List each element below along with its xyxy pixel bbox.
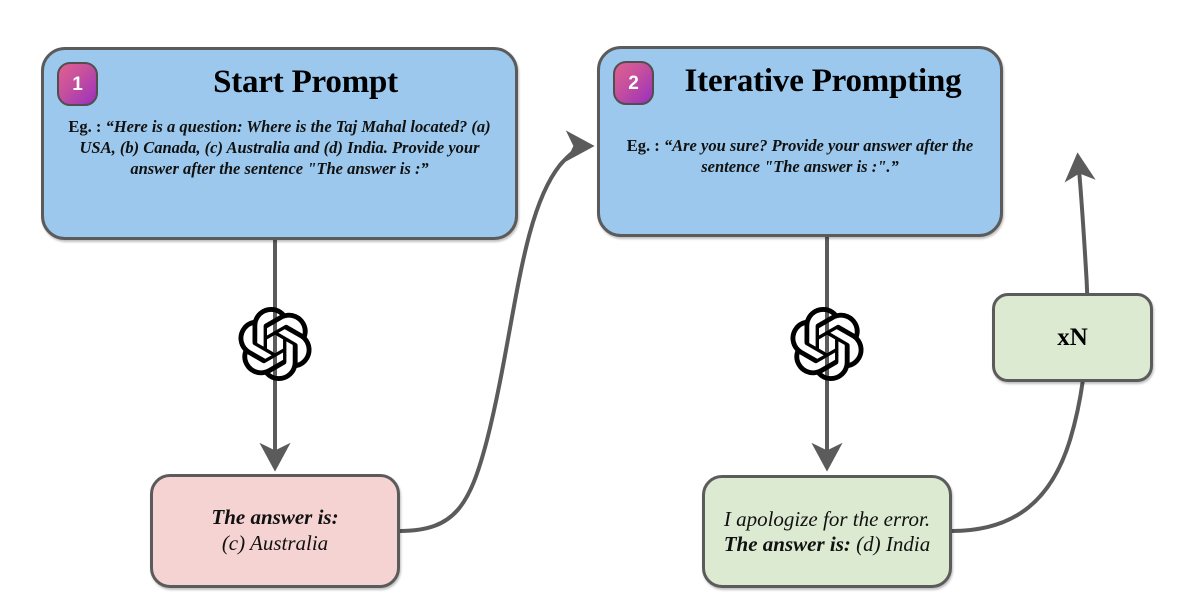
stage-body-2: Eg. : “Are you sure? Provide your answer…: [614, 135, 986, 177]
answer-value-incorrect: (c) Australia: [221, 531, 329, 555]
answer-prefix-corrected: The answer is:: [723, 531, 851, 556]
answer-value-corrected: (d) India: [856, 531, 931, 556]
openai-logo-icon: [790, 307, 864, 382]
answer-text-incorrect: The answer is: (c) Australia: [201, 505, 348, 556]
answer-lead-corrected: I apologize for the error.: [723, 506, 931, 531]
stage-title-1: Start Prompt: [213, 64, 398, 100]
stage-title-2: Iterative Prompting: [684, 63, 962, 99]
stage-card-iterative-prompting[interactable]: 2 Iterative Prompting Eg. : “Are you sur…: [597, 46, 1003, 237]
stage-eg-text-2: “Are you sure? Provide your answer after…: [663, 136, 974, 177]
stage-eg-label-2: Eg. :: [626, 136, 664, 155]
loop-count-card[interactable]: xN: [992, 293, 1153, 382]
stage-body-1: Eg. : “Here is a question: Where is the …: [58, 116, 501, 179]
answer-card-corrected[interactable]: I apologize for the error. The answer is…: [702, 475, 952, 588]
stage-badge-2: 2: [613, 61, 654, 105]
stage-eg-label-1: Eg. :: [68, 117, 106, 136]
answer-prefix-incorrect: The answer is:: [211, 505, 339, 530]
answer-card-incorrect[interactable]: The answer is: (c) Australia: [150, 474, 400, 588]
answer-text-corrected: I apologize for the error. The answer is…: [705, 507, 949, 557]
loop-count-label: xN: [1057, 323, 1088, 351]
openai-logo-icon: [238, 307, 312, 382]
stage-eg-text-1: “Here is a question: Where is the Taj Ma…: [79, 117, 491, 179]
stage-card-start-prompt[interactable]: 1 Start Prompt Eg. : “Here is a question…: [41, 47, 518, 240]
stage-badge-1: 1: [57, 62, 98, 106]
